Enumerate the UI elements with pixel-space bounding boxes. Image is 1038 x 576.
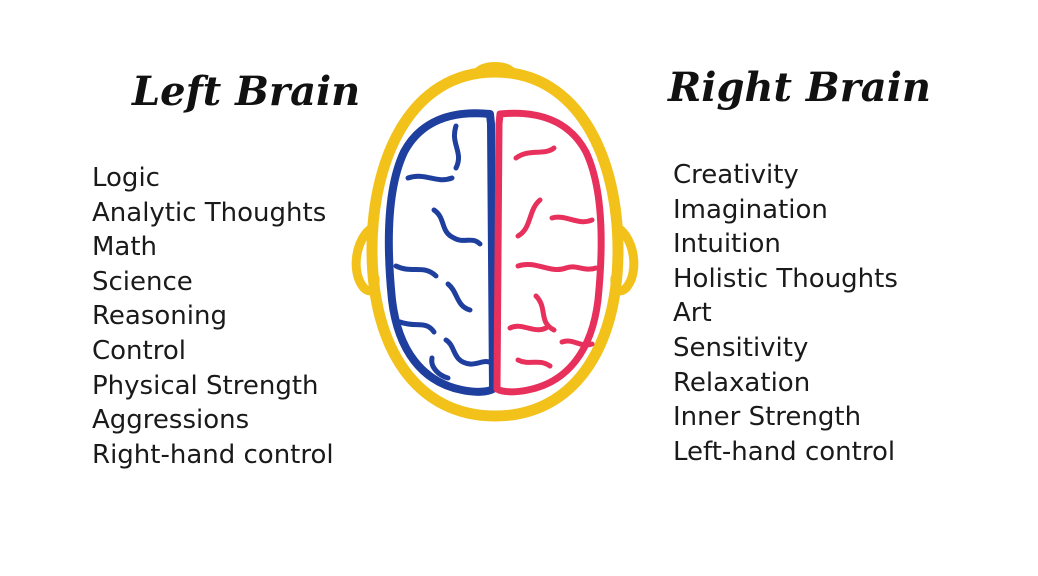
right-trait-item: Art [673,298,712,329]
right-trait-item: Sensitivity [673,332,809,363]
right-trait-item: Intuition [673,229,781,260]
right-trait-item: Imagination [673,194,828,225]
right-hemisphere [493,109,605,396]
left-trait-item: Science [92,266,193,297]
right-fold [549,214,595,225]
brain-illustration [351,62,639,422]
right-hemisphere-outline [493,109,605,396]
right-brain-trait-list: Creativity Imagination Intuition Holisti… [673,158,898,469]
right-fold [515,262,599,272]
right-fold [515,357,553,369]
left-trait-item: Logic [92,163,160,193]
right-fold [559,338,595,348]
right-trait-item: Inner Strength [673,402,862,433]
left-trait-item: Right-hand control [92,439,334,470]
left-trait-item: Analytic Thoughts [92,197,327,228]
right-fold [533,293,557,333]
right-fold [513,145,557,161]
left-brain-title: Left Brain [132,68,361,115]
left-trait-item: Math [92,232,158,263]
head-shape [366,66,624,422]
right-fold [507,323,549,333]
left-fold [443,337,495,367]
left-trait-item: Control [92,335,186,366]
left-fold [397,319,437,335]
right-ear [610,223,639,296]
left-fold [429,355,451,381]
left-fold [445,281,473,313]
left-hemisphere [384,109,497,396]
left-fold [452,123,462,171]
left-brain-trait-list: Logic Analytic Thoughts Math Science Rea… [92,161,334,472]
head-outline [351,62,639,422]
left-fold [405,173,455,183]
right-trait-item: Left-hand control [673,436,896,467]
left-trait-item: Aggressions [92,405,250,436]
right-fold [515,197,543,239]
head-nose [472,62,518,79]
left-hemisphere-outline [384,109,497,396]
right-brain-title: Right Brain [668,64,931,111]
left-ear [351,223,380,296]
left-fold [431,207,483,247]
left-trait-item: Reasoning [92,301,227,332]
right-trait-item: Relaxation [673,367,811,398]
left-fold [393,263,439,279]
right-trait-item: Creativity [673,160,799,190]
right-trait-item: Holistic Thoughts [673,263,898,294]
left-trait-item: Physical Strength [92,370,319,401]
